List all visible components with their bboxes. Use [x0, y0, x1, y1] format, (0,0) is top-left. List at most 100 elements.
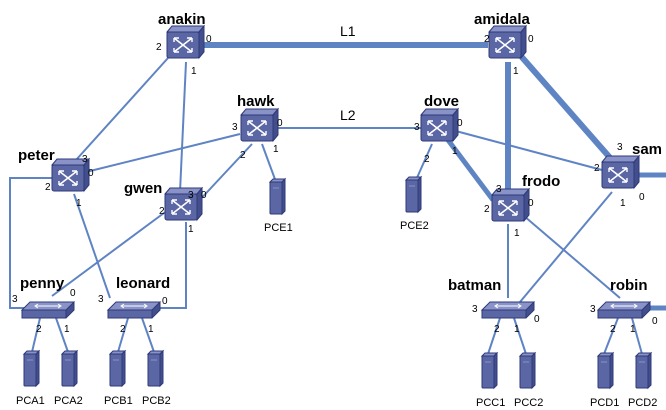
port-label: 1 — [273, 144, 279, 155]
router-name: sam — [632, 141, 662, 158]
link-hawk-gwen — [195, 143, 253, 205]
host-pcd2[interactable]: PCD2 — [628, 352, 657, 409]
link-batman-pcc1 — [487, 317, 501, 355]
switch-leonard[interactable]: leonard 0 1 2 3 — [98, 275, 170, 335]
link-hawk-peter — [85, 133, 241, 173]
router-icon — [601, 155, 640, 189]
host-icon — [61, 350, 78, 387]
port-label: 2 — [36, 324, 42, 335]
host-icon — [405, 176, 422, 213]
host-pcb1[interactable]: PCB1 — [104, 350, 133, 407]
router-name: dove — [424, 93, 459, 110]
port-label: 2 — [494, 324, 500, 335]
port-label: 1 — [64, 324, 70, 335]
host-icon — [481, 352, 498, 389]
host-icon — [519, 352, 536, 389]
router-hawk[interactable]: hawk 0 1 2 3 — [232, 93, 283, 161]
router-peter[interactable]: peter 0 1 2 3 — [18, 147, 94, 209]
router-frodo[interactable]: frodo 0 1 2 3 — [484, 173, 560, 239]
host-label: PCE1 — [264, 222, 293, 234]
router-gwen[interactable]: gwen 0 1 2 3 — [124, 180, 207, 235]
host-label: PCB2 — [142, 395, 171, 407]
switch-penny[interactable]: penny 0 1 2 3 — [12, 275, 76, 335]
port-label: 1 — [76, 198, 82, 209]
links — [9, 42, 666, 355]
switch-robin[interactable]: robin 0 1 2 3 — [590, 277, 658, 335]
port-label: 0 — [277, 118, 283, 129]
port-label: 0 — [457, 118, 463, 129]
host-label: PCC1 — [476, 397, 505, 409]
host-pce1[interactable]: PCE1 — [264, 178, 293, 234]
port-label: 1 — [620, 198, 626, 209]
port-label: 2 — [484, 34, 490, 45]
port-label: 2 — [159, 206, 165, 217]
port-label: 0 — [652, 316, 658, 327]
host-label: PCC2 — [514, 397, 543, 409]
port-label: 0 — [639, 192, 645, 203]
port-label: 3 — [82, 154, 88, 165]
link-gwen-penny — [51, 209, 169, 297]
router-icon — [420, 108, 459, 142]
port-label: 1 — [191, 66, 197, 77]
link-dove-sam — [451, 129, 603, 171]
port-label: 1 — [452, 146, 458, 157]
switch-icon — [21, 301, 75, 319]
port-label: 0 — [88, 168, 94, 179]
router-anakin[interactable]: anakin 0 1 2 — [156, 11, 212, 77]
link-robin-pcd2 — [631, 317, 643, 355]
switch-icon — [597, 301, 651, 319]
router-name: gwen — [124, 180, 162, 197]
link-amidala-sam — [517, 53, 615, 162]
host-pcc1[interactable]: PCC1 — [476, 352, 505, 409]
switch-batman[interactable]: batman 0 1 2 3 — [448, 277, 540, 335]
host-icon — [109, 350, 126, 387]
link-dove-pce2 — [415, 143, 433, 181]
port-label: 0 — [528, 198, 534, 209]
link-peter-leonard — [73, 193, 111, 299]
link-frodo-robin — [523, 215, 621, 299]
switch-icon — [481, 301, 535, 319]
link-dove-frodo — [446, 138, 495, 202]
port-label: 1 — [514, 228, 520, 239]
port-label: 3 — [617, 142, 623, 153]
host-pca2[interactable]: PCA2 — [54, 350, 83, 407]
router-name: amidala — [474, 11, 531, 28]
link-hawk-pce1 — [261, 143, 277, 183]
router-name: frodo — [522, 173, 560, 190]
port-label: 3 — [472, 304, 478, 315]
host-icon — [269, 178, 286, 215]
link-leonard-pcb1 — [117, 317, 129, 353]
router-name: hawk — [237, 93, 275, 110]
port-label: 0 — [201, 190, 207, 201]
host-pcd1[interactable]: PCD1 — [590, 352, 619, 409]
host-icon — [23, 350, 40, 387]
host-label: PCD1 — [590, 397, 619, 409]
host-pcb2[interactable]: PCB2 — [142, 350, 171, 407]
router-icon — [164, 187, 203, 221]
port-label: 0 — [70, 288, 76, 299]
port-label: 3 — [188, 190, 194, 201]
switch-icon — [107, 301, 161, 319]
link-label-l2: L2 — [340, 107, 356, 123]
port-label: 2 — [45, 182, 51, 193]
link-leonard-pcb2 — [141, 317, 155, 353]
host-icon — [597, 352, 614, 389]
port-label: 2 — [240, 150, 246, 161]
host-label: PCE2 — [400, 220, 429, 232]
host-label: PCB1 — [104, 395, 133, 407]
host-pcc2[interactable]: PCC2 — [514, 352, 543, 409]
router-amidala[interactable]: amidala 0 1 2 — [474, 11, 534, 77]
switch-name: leonard — [116, 275, 170, 292]
router-name: anakin — [158, 11, 206, 28]
port-label: 3 — [98, 294, 104, 305]
host-icon — [635, 352, 652, 389]
port-label: 0 — [534, 314, 540, 325]
host-pca1[interactable]: PCA1 — [16, 350, 45, 407]
switch-name: batman — [448, 277, 501, 294]
link-robin-pcd1 — [603, 317, 619, 355]
host-pce2[interactable]: PCE2 — [400, 176, 429, 232]
router-dove[interactable]: dove 0 1 2 3 — [414, 93, 463, 165]
router-sam[interactable]: sam 0 1 2 3 — [594, 141, 662, 209]
host-icon — [147, 350, 164, 387]
